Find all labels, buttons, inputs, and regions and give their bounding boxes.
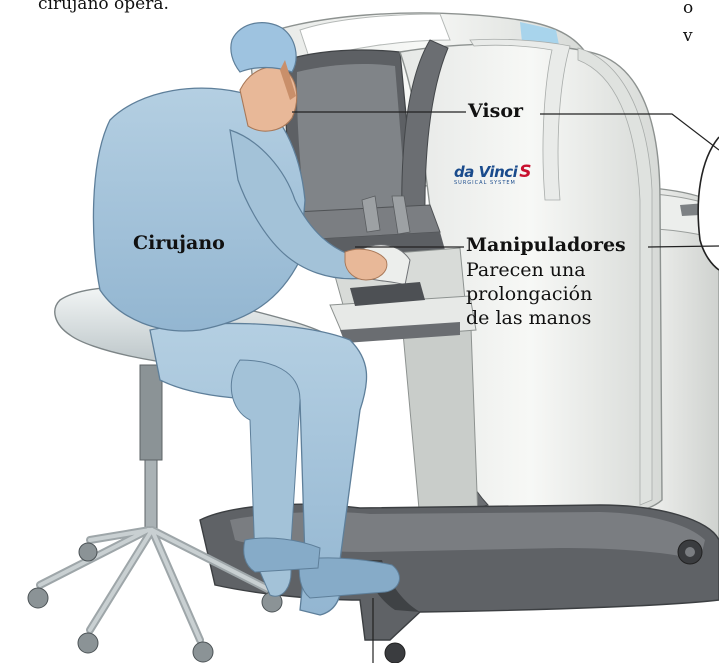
brand-name: da Vinci bbox=[454, 163, 517, 181]
label-visor: Visor bbox=[468, 100, 523, 122]
label-manipuladores: Manipuladores bbox=[466, 234, 626, 256]
manip-desc-line-2: prolongación bbox=[466, 282, 646, 306]
brand-subtitle: SURGICAL SYSTEM bbox=[454, 180, 564, 186]
manipuladores-description: Parecen una prolongación de las manos bbox=[466, 258, 646, 330]
manip-desc-line-1: Parecen una bbox=[466, 258, 646, 282]
intro-right-line-1: o bbox=[683, 0, 719, 22]
manip-desc-line-3: de las manos bbox=[466, 306, 646, 330]
intro-text-left: cirujano opera. bbox=[38, 0, 169, 14]
intro-right-line-2: v bbox=[683, 22, 719, 50]
label-cirujano: Cirujano bbox=[133, 232, 225, 254]
da-vinci-logo: da VinciS SURGICAL SYSTEM bbox=[454, 162, 564, 192]
brand-mark: S bbox=[519, 162, 531, 182]
intro-text-right: o v bbox=[683, 0, 719, 50]
